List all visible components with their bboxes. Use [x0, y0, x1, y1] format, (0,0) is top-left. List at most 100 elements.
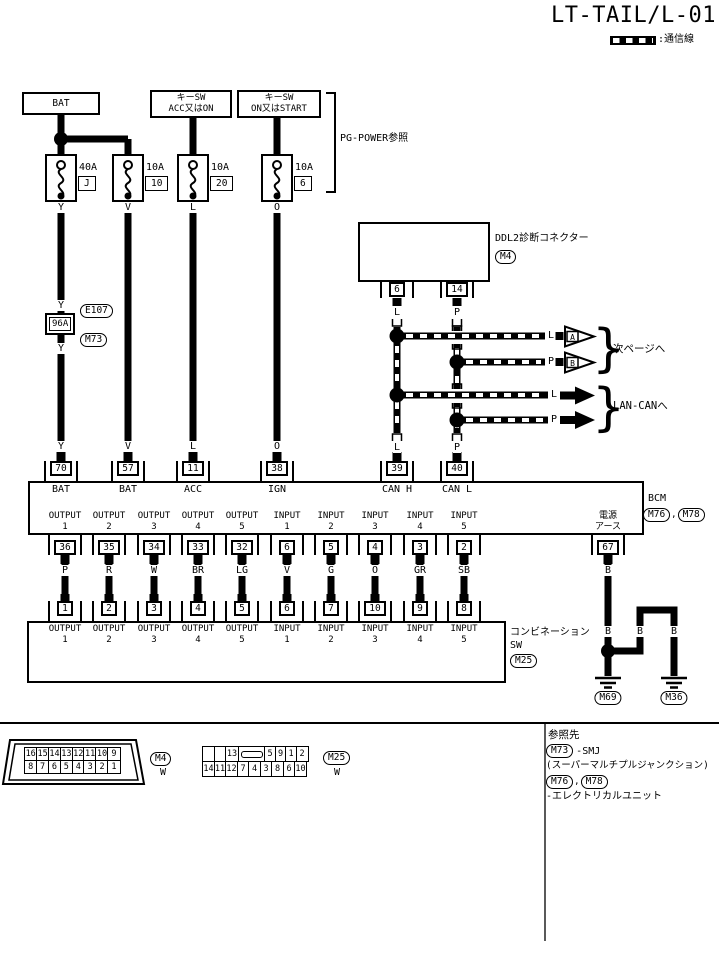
pin-sw-9: 9	[403, 601, 437, 621]
connector-ref-m78-footer: M78	[580, 775, 608, 789]
fuse-rating: 40A	[79, 162, 98, 173]
wire-color: Y	[56, 441, 66, 452]
m4-pin-row-bottom: 8 7 6 5 4 3 2 1	[24, 759, 121, 774]
pin-bcm-2: 2	[447, 535, 481, 555]
bcm-pin-label: CAN H	[381, 484, 413, 495]
bcm-pin-label: IGN	[267, 484, 287, 495]
wire-color: V	[282, 565, 292, 576]
bcm-pin-label: ACC	[183, 484, 203, 495]
ref-line-smj: M73 -SMJ	[546, 744, 600, 758]
pin-sw-8: 8	[447, 601, 481, 621]
ddl2-connector-box	[358, 222, 490, 282]
wire-color: P	[60, 565, 70, 576]
combo-sw-label-2: SW	[510, 640, 523, 651]
pin-bcm-36: 36	[48, 535, 82, 555]
page-link-tag-a: A	[570, 333, 575, 342]
pin-sw-3: 3	[137, 601, 171, 621]
connector-ref-m78: M78	[677, 508, 705, 522]
pin-bcm-11: 11	[176, 461, 210, 481]
ground-ref-m69: M69	[594, 691, 622, 705]
wire-color: Y	[56, 343, 66, 354]
connector-color: W	[158, 767, 168, 778]
pin-sw-7: 7	[314, 601, 348, 621]
pin-sw-1: 1	[48, 601, 82, 621]
bcm-box	[28, 481, 644, 535]
connector-ref-m73: M73	[80, 333, 108, 347]
ref-line-units: M76 , M78	[546, 775, 608, 789]
ground-junction-dot	[601, 644, 615, 658]
connector-ref-m4-footer: M4	[150, 752, 172, 766]
wire-color: GR	[412, 565, 428, 576]
wire-color: W	[149, 565, 159, 576]
pg-power-bracket	[326, 92, 336, 193]
pin-bcm-35: 35	[92, 535, 126, 555]
pin-bcm-33: 33	[181, 535, 215, 555]
slot-icon	[240, 750, 263, 758]
ground-ref-m36: M36	[660, 691, 688, 705]
wire-color: P	[551, 414, 558, 425]
junction-dot	[54, 132, 68, 146]
connector-squares	[56, 297, 613, 603]
wire-color: LG	[234, 565, 250, 576]
key-sw-ign-box: キーSW ON又はSTART	[237, 90, 321, 118]
page-title: LT-TAIL/L-01	[551, 3, 716, 28]
connector-ref-m25-footer: M25	[323, 751, 351, 765]
pin-sw-5: 5	[225, 601, 259, 621]
wire-color: O	[272, 441, 282, 452]
wire-color: R	[104, 565, 114, 576]
wire-color: V	[123, 202, 133, 213]
bcm-connector-refs: M76 , M78	[643, 508, 705, 522]
pin-sw-10: 10	[358, 601, 392, 621]
bcm-pin-label: BAT	[118, 484, 138, 495]
pin-bcm-34: 34	[137, 535, 171, 555]
wire-color: L	[392, 442, 402, 453]
pin-bcm-40: 40	[440, 461, 474, 481]
page-link-tag-b: B	[570, 359, 575, 368]
wire-color: P	[452, 442, 462, 453]
fuse-rating: 10A	[146, 162, 165, 173]
page-link-arrows	[560, 325, 598, 429]
bat-supply-box: BAT	[22, 92, 100, 115]
wire-color: V	[123, 441, 133, 452]
fuse-rating: 10A	[211, 162, 230, 173]
wire-color: P	[548, 356, 555, 367]
bcm-name: BCM	[648, 493, 667, 504]
lan-can-brace: }	[592, 378, 626, 438]
pin-bcm-57: 57	[111, 461, 145, 481]
ground-symbols	[595, 676, 687, 689]
ref-title: 参照先	[548, 729, 580, 741]
wire-color: O	[272, 202, 282, 213]
wire-color: Y	[56, 300, 66, 311]
connector-ref-m76: M76	[643, 508, 671, 522]
connector-ref-e107: E107	[80, 304, 113, 318]
pin-bcm-5: 5	[314, 535, 348, 555]
pin-ddl2-6: 6	[380, 282, 414, 298]
fuse-id: 6	[294, 176, 312, 191]
comma: ,	[671, 510, 677, 520]
pin-bcm-6: 6	[270, 535, 304, 555]
wire-color: SB	[456, 565, 472, 576]
pin-bcm-39: 39	[380, 461, 414, 481]
wire-color: L	[392, 307, 402, 318]
wire-color: B	[635, 626, 645, 637]
ref-smj-fullname: (スーパーマルチプルジャンクション)	[546, 760, 709, 771]
wire-color: B	[603, 626, 613, 637]
comma: ,	[574, 777, 580, 787]
wire-color: O	[370, 565, 380, 576]
